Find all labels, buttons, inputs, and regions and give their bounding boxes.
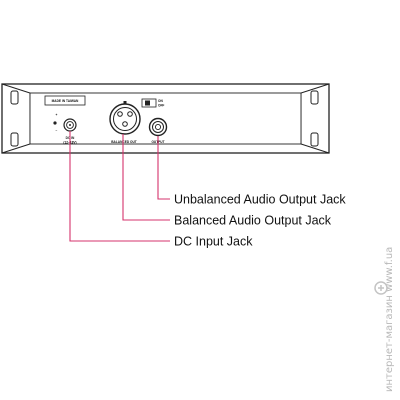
watermark-logo-icon [374,281,388,295]
leader-lines [69,131,170,242]
xlr-pin-3 [122,121,128,127]
unbalanced-output-jack [148,117,168,137]
leader-balanced [122,134,170,221]
switch-off-label: OFF [158,104,164,108]
xlr-pin-1 [117,111,123,117]
made-in-label: MADE IN TAIWAN [52,99,79,103]
mount-slot-top-left [10,90,19,105]
mount-slot-bottom-right [310,132,319,147]
leader-dc [69,131,170,242]
polarity-minus: − [56,129,58,133]
ground-switch: ON OFF [141,98,164,108]
rear-panel: MADE IN TAIWAN + − DC IN (12~18V) BALANC… [1,83,330,154]
callout-unbalanced: Unbalanced Audio Output Jack [174,193,346,207]
mount-slot-bottom-left [10,132,19,147]
switch-on-label: ON [158,99,163,103]
polarity-plus: + [56,113,58,117]
watermark-text: интернет-магазин www.f.ua [384,247,395,392]
watermark: интернет-магазин www.f.ua [374,247,395,392]
dc-input-jack [63,118,77,132]
xlr-jack [109,101,141,135]
xlr-pin-2 [127,111,133,117]
xlr-latch [123,101,127,104]
polarity-icon: + − [53,113,58,133]
leader-unbalanced [157,136,170,200]
mount-slot-top-right [310,90,319,105]
callout-dc: DC Input Jack [174,235,253,249]
callout-balanced: Balanced Audio Output Jack [174,214,332,228]
made-in-label-box [44,95,86,106]
balanced-out-label: BALANCED OUT [111,140,137,144]
